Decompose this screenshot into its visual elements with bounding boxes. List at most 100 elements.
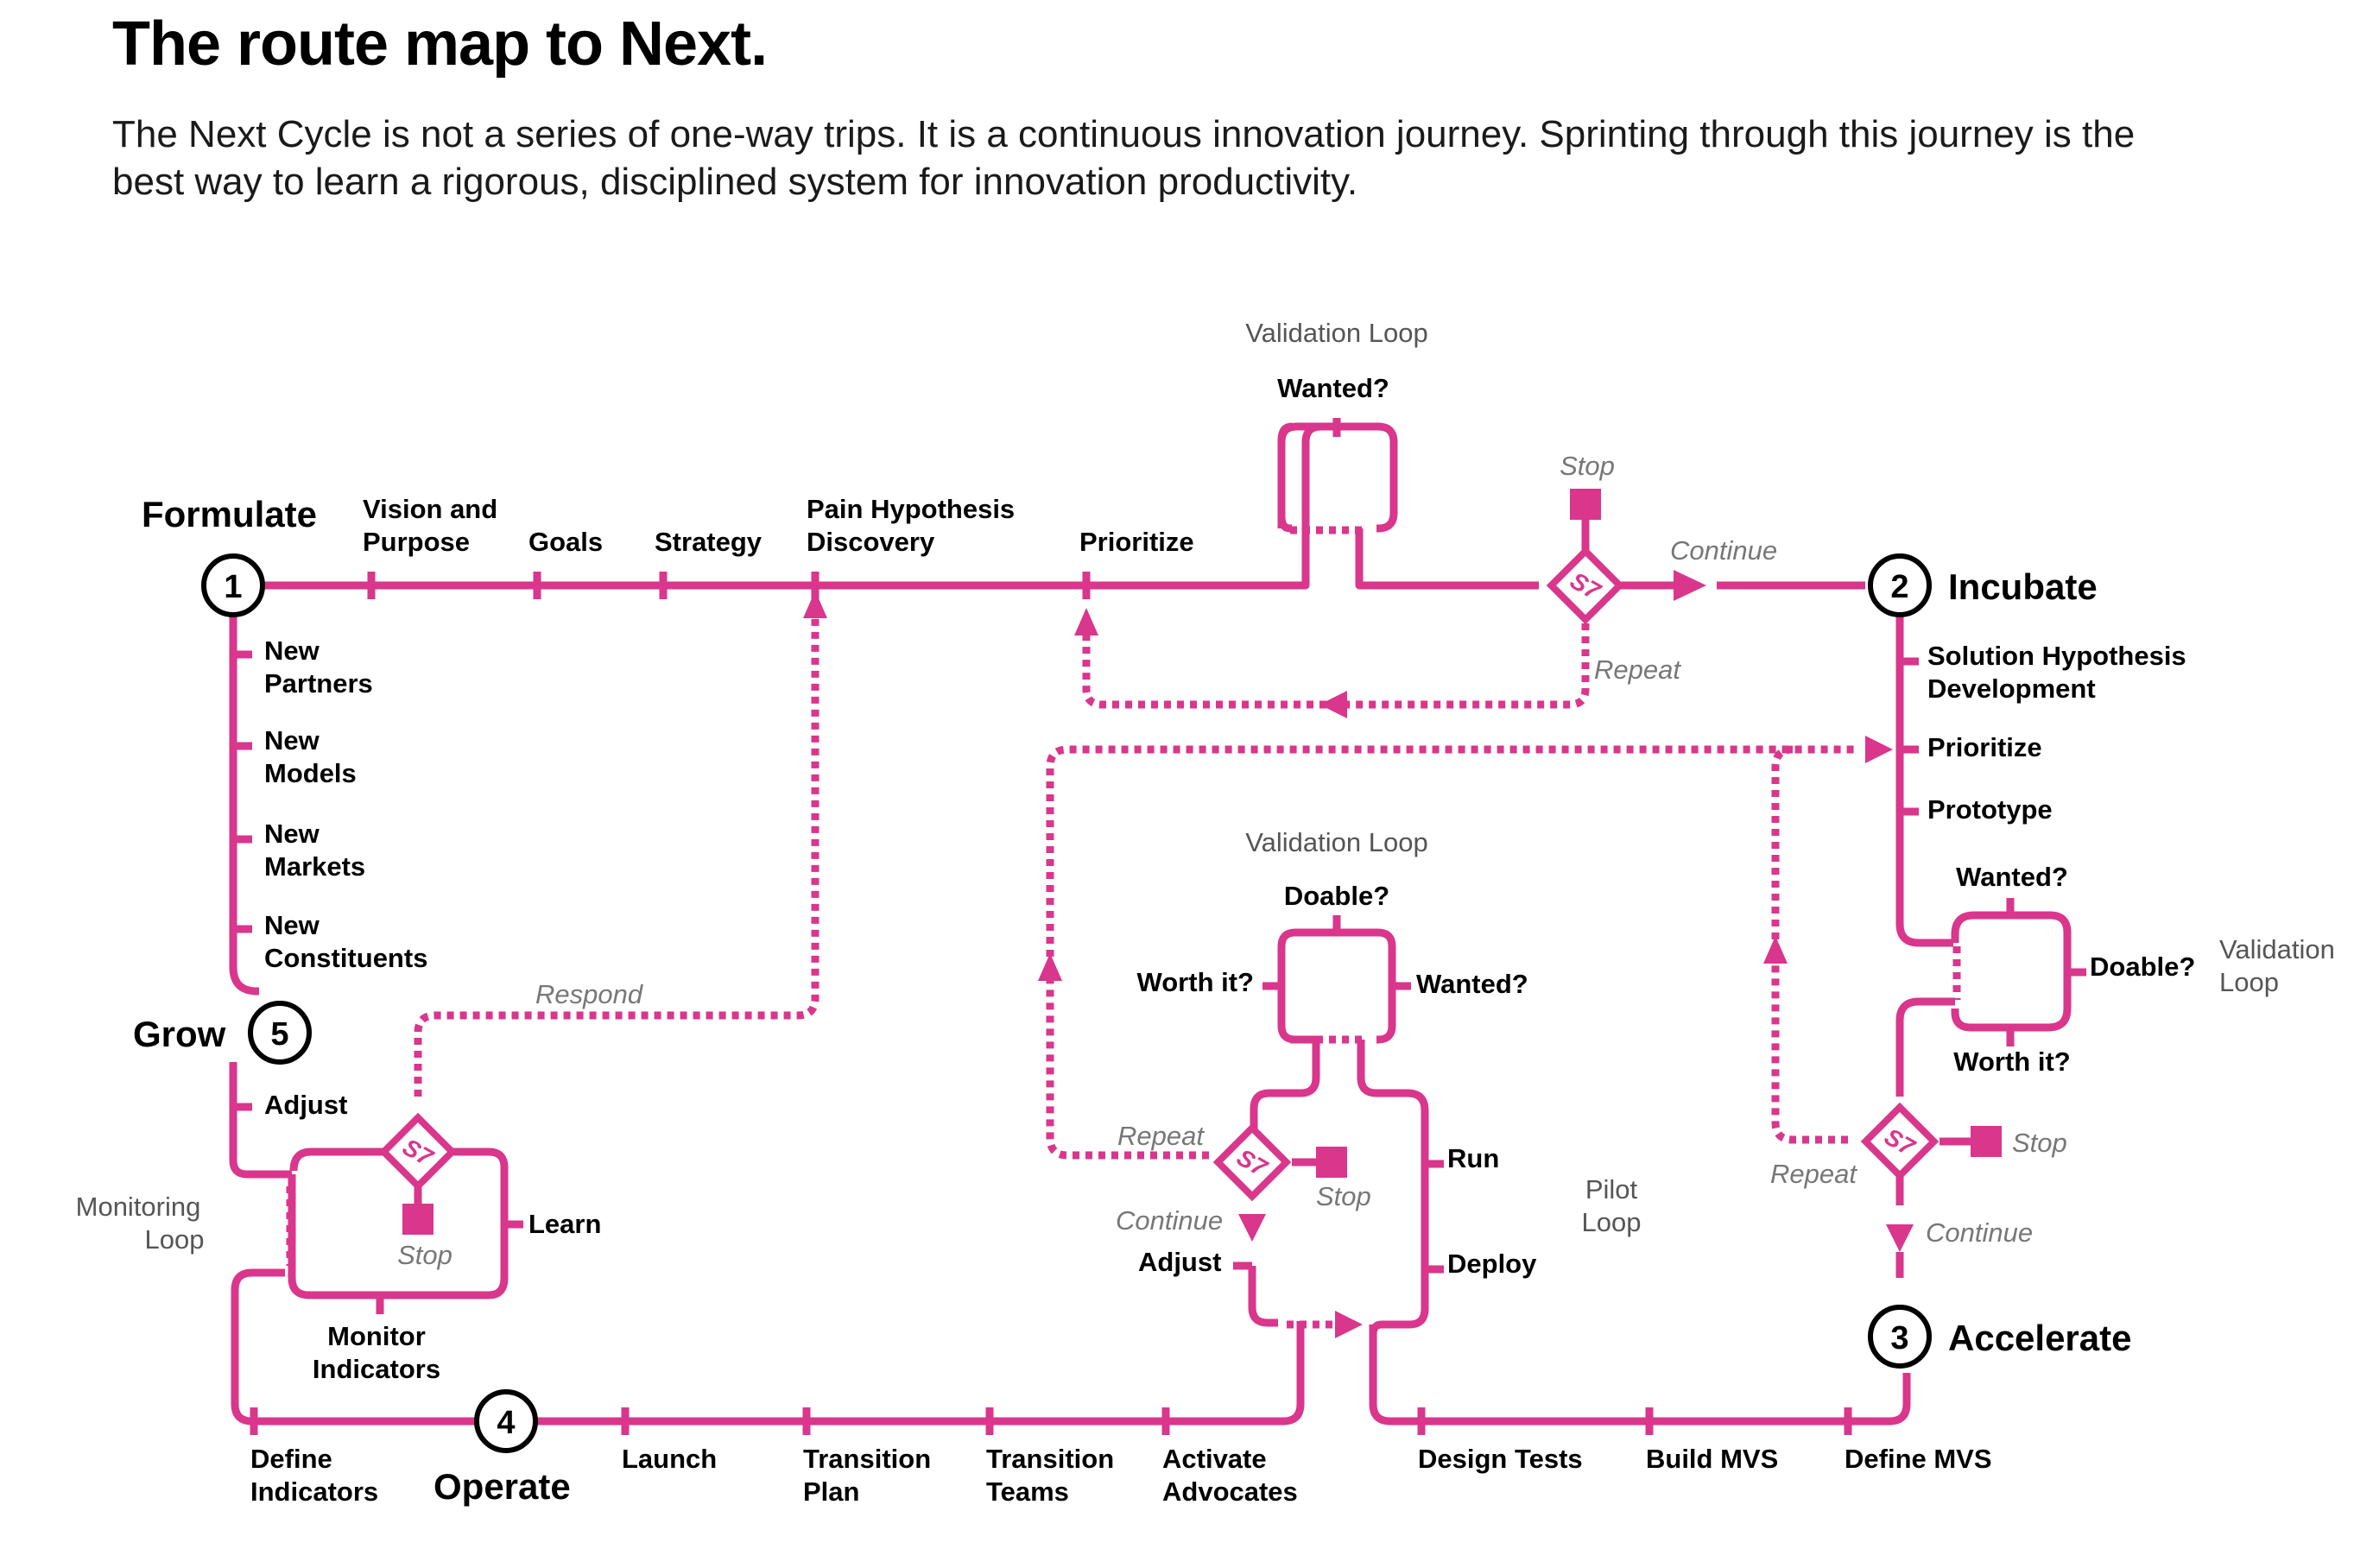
label-define-mvs: Define MVS bbox=[1845, 1444, 1992, 1474]
label-define-indicators-1: Define bbox=[250, 1444, 332, 1474]
label-define-indicators-2: Indicators bbox=[250, 1476, 378, 1507]
label-pain-hypothesis: Pain Hypothesis bbox=[807, 494, 1015, 524]
label-new-markets-1: New bbox=[264, 819, 320, 849]
label-build-mvs: Build MVS bbox=[1646, 1444, 1778, 1474]
label-new-partners-1: New bbox=[264, 635, 320, 666]
label-launch: Launch bbox=[622, 1444, 717, 1474]
intro-paragraph: The Next Cycle is not a series of one-wa… bbox=[112, 113, 2136, 203]
top-repeat-label: Repeat bbox=[1594, 654, 1681, 685]
pilot-loop-1: Pilot bbox=[1585, 1174, 1638, 1204]
grow-adjust-label: Adjust bbox=[264, 1090, 347, 1120]
label-design-tests: Design Tests bbox=[1418, 1444, 1583, 1474]
monitor-stop-label: Stop bbox=[397, 1240, 452, 1270]
label-goals: Goals bbox=[528, 527, 603, 557]
pilot-route-left bbox=[1250, 1040, 1320, 1143]
incubate-validation-loop-1: Validation bbox=[2219, 934, 2335, 964]
operate-route-line bbox=[231, 1268, 1305, 1426]
label-purpose: Purpose bbox=[363, 527, 470, 557]
station-5: 5 bbox=[248, 1001, 312, 1065]
pilot-repeat-label: Repeat bbox=[1117, 1121, 1205, 1151]
station-name-accelerate: Accelerate bbox=[1948, 1318, 2131, 1358]
station-name-incubate: Incubate bbox=[1948, 566, 2098, 607]
label-activate-advocates-2: Advocates bbox=[1162, 1476, 1298, 1507]
pilot-ticks bbox=[1233, 915, 1444, 1274]
incubate-worth-label: Worth it? bbox=[1953, 1046, 2070, 1077]
incubate-validation-box bbox=[1951, 911, 2072, 1032]
repeat-arrow-top bbox=[1319, 691, 1347, 718]
incubate-continue-label: Continue bbox=[1926, 1217, 2033, 1248]
incubate-stop-label: Stop bbox=[2012, 1128, 2067, 1158]
label-new-models-1: New bbox=[264, 725, 320, 756]
label-transition-teams-2: Teams bbox=[986, 1476, 1069, 1507]
label-vision: Vision and bbox=[363, 494, 497, 524]
pilot-continue-arrow bbox=[1238, 1214, 1266, 1242]
monitor-ticks bbox=[376, 1220, 523, 1314]
svg-text:3: 3 bbox=[1890, 1320, 1908, 1356]
label-prototype: Prototype bbox=[1927, 794, 2053, 825]
incubate-route-line bbox=[1355, 528, 1539, 590]
station-name-grow: Grow bbox=[133, 1014, 226, 1054]
top-repeat-loop bbox=[1337, 623, 1590, 709]
pilot-wanted-label: Wanted? bbox=[1416, 969, 1528, 999]
incubate-line-ticks bbox=[1900, 657, 2086, 1046]
stop-marker-pilot bbox=[1316, 1147, 1347, 1178]
label-activate-advocates-1: Activate bbox=[1162, 1444, 1267, 1474]
pilot-validation-loop-title: Validation Loop bbox=[1245, 827, 1427, 857]
pilot-deploy-label: Deploy bbox=[1447, 1249, 1537, 1279]
sprint-diamond-top: S7 bbox=[1546, 546, 1625, 625]
monitoring-loop-1: Monitoring bbox=[76, 1192, 201, 1222]
label-transition-teams-1: Transition bbox=[986, 1444, 1114, 1474]
respond-arrow bbox=[803, 591, 827, 618]
incubate-validation-loop-2: Loop bbox=[2219, 967, 2279, 997]
label-new-constituents-1: New bbox=[264, 910, 320, 940]
incubate-doable-label: Doable? bbox=[2090, 952, 2195, 982]
pilot-worth-label: Worth it? bbox=[1137, 967, 1254, 997]
station-2: 2 bbox=[1868, 553, 1932, 617]
top-line-ticks bbox=[367, 418, 1341, 599]
label-new-partners-2: Partners bbox=[264, 668, 373, 699]
monitoring-loop-2: Loop bbox=[145, 1224, 205, 1255]
pilot-repeat-loop bbox=[1046, 981, 1209, 1160]
label-new-models-2: Models bbox=[264, 758, 357, 788]
station-1: 1 bbox=[201, 553, 265, 617]
monitoring-box bbox=[288, 1148, 509, 1299]
label-discovery: Discovery bbox=[807, 527, 935, 557]
monitor-indicators-1: Monitor bbox=[327, 1321, 426, 1351]
station-4: 4 bbox=[474, 1389, 538, 1453]
pilot-adjust-label: Adjust bbox=[1138, 1247, 1221, 1277]
continue-arrow-top bbox=[1674, 570, 1706, 601]
pilot-loop-2: Loop bbox=[1582, 1207, 1642, 1237]
top-validation-loop-title: Validation Loop bbox=[1245, 318, 1427, 348]
pilot-continue-label: Continue bbox=[1116, 1205, 1223, 1236]
bottom-line-ticks bbox=[250, 1407, 1852, 1435]
svg-text:2: 2 bbox=[1890, 569, 1908, 605]
label-prioritize-incubate: Prioritize bbox=[1927, 732, 2042, 762]
top-continue-label: Continue bbox=[1670, 535, 1777, 566]
top-validation-box bbox=[1301, 422, 1398, 541]
label-transition-plan-1: Transition bbox=[803, 1444, 931, 1474]
label-solution-hypothesis: Solution Hypothesis bbox=[1927, 641, 2186, 671]
monitor-indicators-2: Indicators bbox=[313, 1354, 440, 1384]
left-route-line bbox=[229, 613, 262, 996]
station-name-formulate: Formulate bbox=[142, 494, 317, 534]
pilot-validation-box bbox=[1277, 928, 1396, 1044]
incubate-vertical-line bbox=[1895, 613, 1953, 947]
top-route-line bbox=[233, 541, 1310, 590]
respond-label: Respond bbox=[535, 979, 644, 1009]
label-new-markets-2: Markets bbox=[264, 851, 365, 882]
incubate-repeat-label: Repeat bbox=[1770, 1159, 1857, 1189]
svg-text:4: 4 bbox=[497, 1405, 515, 1441]
svg-text:5: 5 bbox=[270, 1016, 288, 1053]
grow-route-line bbox=[229, 1062, 292, 1179]
top-wanted-label: Wanted? bbox=[1277, 373, 1389, 403]
incubate-repeat-loop bbox=[1771, 964, 1848, 1144]
accelerate-route-line bbox=[1369, 1325, 1911, 1426]
pilot-doable-label: Doable? bbox=[1284, 881, 1389, 911]
label-new-constituents-2: Constituents bbox=[264, 943, 427, 973]
label-prioritize-top: Prioritize bbox=[1079, 527, 1194, 557]
pilot-run-label: Run bbox=[1447, 1143, 1499, 1173]
stop-marker-incubate bbox=[1971, 1126, 2002, 1157]
pilot-stop-label: Stop bbox=[1316, 1181, 1371, 1211]
incubate-continue-arrow bbox=[1886, 1224, 1914, 1252]
incubate-wanted-label: Wanted? bbox=[1956, 862, 2068, 892]
